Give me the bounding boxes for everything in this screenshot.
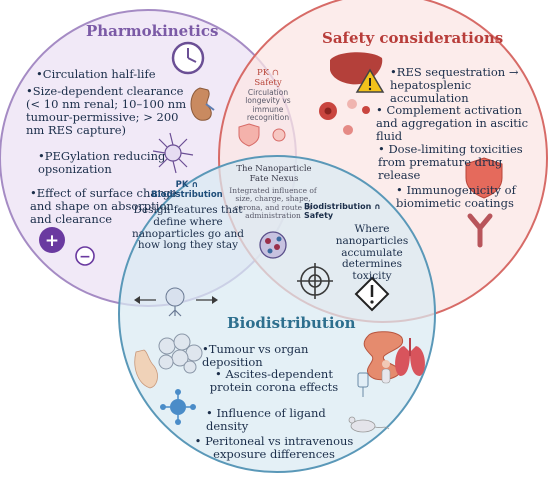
peritoneum-icon [134, 349, 158, 389]
positive-charge-icon: + [39, 227, 65, 253]
moving-nanoparticle-icon [165, 287, 185, 317]
bio-safety-body: Where nanoparticles accumulate determine… [335, 223, 409, 282]
pegylated-nanoparticle-icon [152, 132, 194, 174]
pk-item-half-life: •Circulation half-life [36, 67, 156, 81]
mouse-icon [348, 416, 390, 433]
pk-title: Pharmokinetics [86, 22, 219, 40]
biodistribution-circle [118, 155, 436, 473]
pk-item-size-clearance: •Size-dependent clearance (< 10 nm renal… [26, 84, 187, 137]
safety-item-toxicity: • Dose-limiting toxicities from prematur… [378, 142, 523, 182]
kidney-icon [190, 87, 215, 121]
bio-item-ligand: • Influence of ligand density [206, 406, 326, 433]
iv-drip-icon [357, 372, 369, 397]
pk-item-charge-shape: •Effect of surface charge and shape on a… [30, 186, 177, 226]
biodistribution-title: Biodistribution [227, 314, 356, 332]
hazard-icon [354, 276, 390, 312]
svg-text:−: − [79, 249, 91, 265]
lungs-icon [395, 338, 425, 376]
tumour-cluster-icon [158, 333, 203, 374]
safety-title: Safety considerations [322, 29, 504, 47]
negative-charge-icon: − [75, 246, 95, 266]
pk-bio-body: Design features that define where nanopa… [132, 204, 244, 252]
center-body: Integrated influence of size, charge, sh… [229, 186, 317, 221]
warning-icon [355, 68, 385, 93]
center-title: The Nanoparticle Fate Nexus [236, 164, 312, 184]
bio-item-tumour: •Tumour vs organ deposition [202, 342, 309, 369]
pk-safety-body: Circulation longevity vs immune recognit… [245, 88, 291, 123]
antibody-icon [467, 213, 493, 248]
safety-item-res: •RES sequestration → hepatosplenic accum… [390, 65, 519, 105]
ligand-nanoparticle-icon [160, 389, 196, 425]
patient-figure-icon [381, 360, 391, 384]
bio-item-corona: • Ascites-dependent protein corona effec… [209, 367, 339, 394]
safety-item-immunogenicity: • Immunogenicity of biomimetic coatings [396, 183, 516, 210]
bio-safety-title: Biodistribution ∩ Safety [304, 202, 381, 220]
svg-text:+: + [45, 231, 59, 251]
arrow-left-icon [134, 296, 156, 304]
bio-item-exposure: • Peritoneal vs intravenous exposure dif… [194, 434, 354, 461]
nanoparticle-icon [259, 231, 287, 259]
arrow-right-icon [196, 296, 218, 304]
safety-item-complement: • Complement activation and aggregation … [376, 103, 529, 143]
blood-cells-icon [319, 99, 370, 135]
small-shield-icon [238, 123, 260, 147]
immune-cell-icon [272, 128, 286, 142]
pk-bio-title: PK ∩ Biodistribution [151, 180, 223, 200]
target-icon [297, 263, 333, 299]
shield-icon [465, 157, 503, 199]
pk-item-pegylation: •PEGylation reducing opsonization [38, 149, 166, 176]
pk-safety-title: PK ∩ Safety [254, 68, 282, 88]
clock-icon [171, 41, 205, 75]
